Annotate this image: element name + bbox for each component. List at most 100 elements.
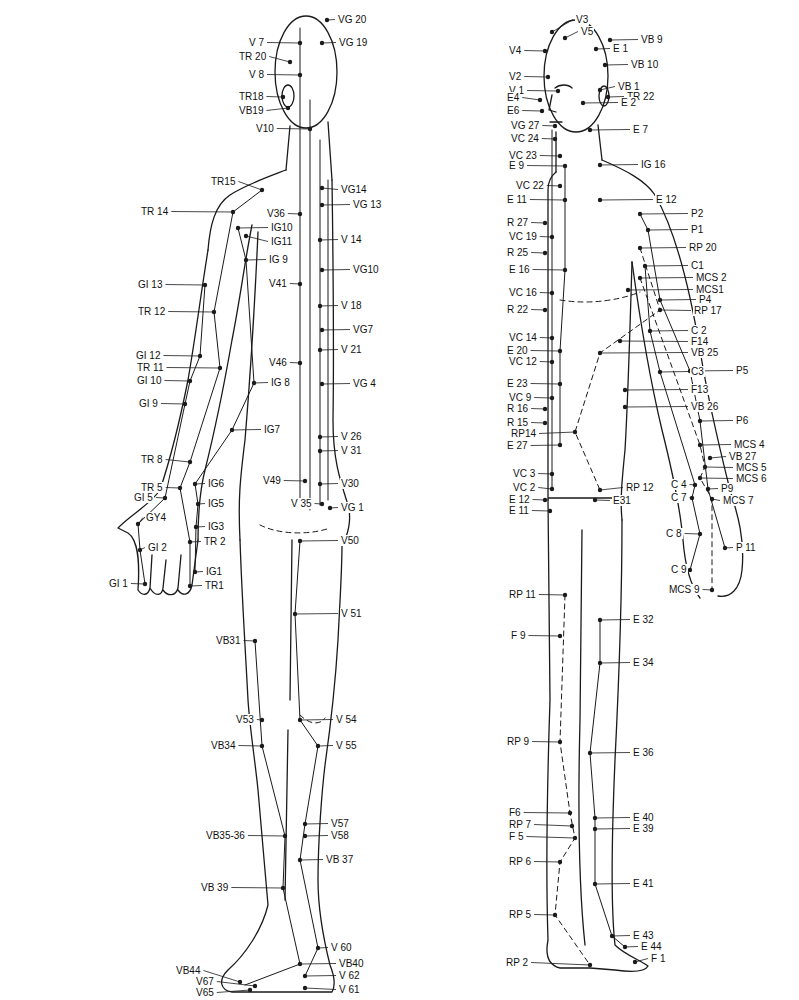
point-dot (563, 36, 567, 40)
point-label: V53 (235, 714, 255, 725)
point-dot (558, 634, 562, 638)
leader-line (217, 982, 255, 987)
point-dot (320, 268, 324, 272)
point-dot (298, 282, 302, 286)
point-dot (193, 570, 197, 574)
point-label: GI 2 (147, 542, 168, 553)
point-label: IG3 (207, 521, 225, 532)
point-label: R 15 (506, 417, 529, 428)
point-label: VG 20 (337, 14, 367, 25)
point-dot (593, 498, 597, 502)
point-label: E 34 (632, 657, 655, 668)
point-label: RP 11 (508, 589, 537, 600)
leader-line (524, 812, 570, 814)
leader-line (648, 229, 688, 231)
point-label: VB35-36 (205, 830, 246, 841)
meridian-line (640, 214, 725, 548)
point-dot (638, 246, 642, 250)
leader-line (534, 914, 555, 916)
point-dot (543, 407, 547, 411)
point-dot (550, 235, 554, 239)
point-label: VB31 (215, 635, 241, 646)
point-dot (658, 370, 662, 374)
point-dot (316, 744, 320, 748)
point-label: P 11 (735, 542, 757, 553)
leader-line (645, 265, 688, 267)
point-dot (550, 487, 554, 491)
point-dot (320, 186, 324, 190)
leader-line (650, 330, 688, 332)
point-label: V 62 (338, 970, 361, 981)
point-dot (688, 568, 692, 572)
point-dot (558, 382, 562, 386)
leader-line (322, 188, 338, 190)
point-dot (546, 75, 550, 79)
point-label: F 9 (510, 630, 526, 641)
point-label: TR 14 (140, 206, 169, 217)
point-dot (646, 228, 650, 232)
meridian-line (245, 641, 300, 985)
point-label: V41 (268, 278, 288, 289)
leader-line (531, 383, 560, 385)
point-label: VC 16 (508, 287, 538, 298)
point-dot (558, 154, 562, 158)
point-dot (298, 858, 302, 862)
point-dot (698, 532, 702, 536)
point-label: RP 5 (508, 909, 532, 920)
point-label: V3 (575, 14, 589, 25)
point-label: TR 12 (137, 306, 166, 317)
leader-line (700, 420, 733, 422)
point-dot (260, 718, 264, 722)
point-label: VB 9 (640, 34, 664, 45)
leader-line (600, 352, 688, 354)
point-dot (588, 963, 592, 967)
point-label: MCS 5 (735, 462, 768, 473)
point-label: RP 6 (508, 856, 532, 867)
point-label: IG7 (263, 424, 281, 435)
point-label: C 2 (690, 325, 708, 336)
point-label: C 8 (665, 528, 683, 539)
point-dot (550, 291, 554, 295)
leader-line (528, 635, 560, 637)
point-dot (298, 212, 302, 216)
point-dot (606, 95, 610, 99)
leader-line (267, 74, 300, 76)
point-label: VC 19 (508, 231, 538, 242)
point-label: E31 (612, 495, 632, 506)
point-label: V 7 (248, 37, 265, 48)
point-dot (328, 506, 332, 510)
point-dot (638, 276, 642, 280)
point-dot (318, 238, 322, 242)
leader-line (552, 20, 573, 33)
meridian-line (195, 228, 254, 572)
point-dot (298, 41, 302, 45)
point-dot (598, 198, 602, 202)
point-label: V 60 (330, 942, 353, 953)
point-label: VB 25 (690, 347, 719, 358)
meridian-line (555, 595, 590, 965)
point-label: VG7 (352, 324, 374, 335)
leader-line (595, 883, 630, 885)
point-dot (178, 486, 182, 490)
point-dot (638, 212, 642, 216)
point-dot (553, 913, 557, 917)
leader-line (320, 450, 338, 452)
leader-line (532, 741, 560, 743)
point-dot (588, 128, 592, 132)
point-dot (558, 860, 562, 864)
leader-line (620, 341, 688, 343)
point-dot (188, 540, 192, 544)
point-dot (618, 339, 622, 343)
point-dot (573, 836, 577, 840)
leader-line (320, 436, 338, 438)
point-dot (658, 308, 662, 312)
leader-line (267, 42, 300, 44)
point-label: E 11 (508, 505, 530, 516)
leader-line (305, 975, 336, 977)
point-dot (570, 824, 574, 828)
point-dot (710, 588, 714, 592)
leader-line (522, 110, 542, 112)
leader-line (246, 259, 266, 261)
point-dot (648, 329, 652, 333)
